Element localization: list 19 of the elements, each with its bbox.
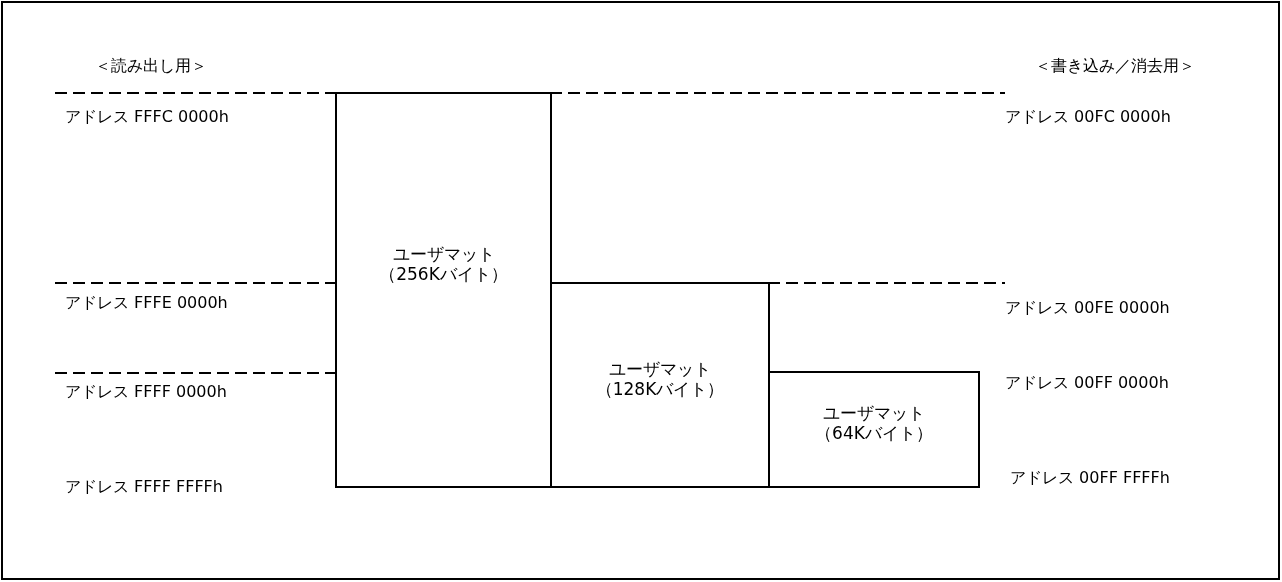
address-label: アドレス 00FE 0000h [1005, 298, 1170, 318]
column-heading: ＜読み出し用＞ [95, 56, 207, 76]
memory-block [550, 282, 770, 488]
address-label: アドレス FFFC 0000h [65, 107, 229, 127]
block-size: （128Kバイト） [594, 379, 726, 399]
address-label: アドレス 00FF 0000h [1005, 373, 1169, 393]
address-label: アドレス FFFF FFFFh [65, 477, 223, 497]
address-label: アドレス 00FF FFFFh [1010, 468, 1170, 488]
memory-block [335, 92, 552, 488]
memory-block [768, 371, 980, 488]
block-title: ユーザマット [822, 403, 926, 423]
column-heading: ＜書き込み／消去用＞ [1035, 56, 1195, 76]
address-label: アドレス 00FC 0000h [1005, 107, 1171, 127]
block-size: （256Kバイト） [378, 264, 509, 284]
block-size: （64Kバイト） [814, 423, 934, 443]
block-title: ユーザマット [391, 244, 496, 264]
block-title: ユーザマット [608, 359, 712, 379]
address-label: アドレス FFFF 0000h [65, 382, 227, 402]
address-label: アドレス FFFE 0000h [65, 293, 228, 313]
